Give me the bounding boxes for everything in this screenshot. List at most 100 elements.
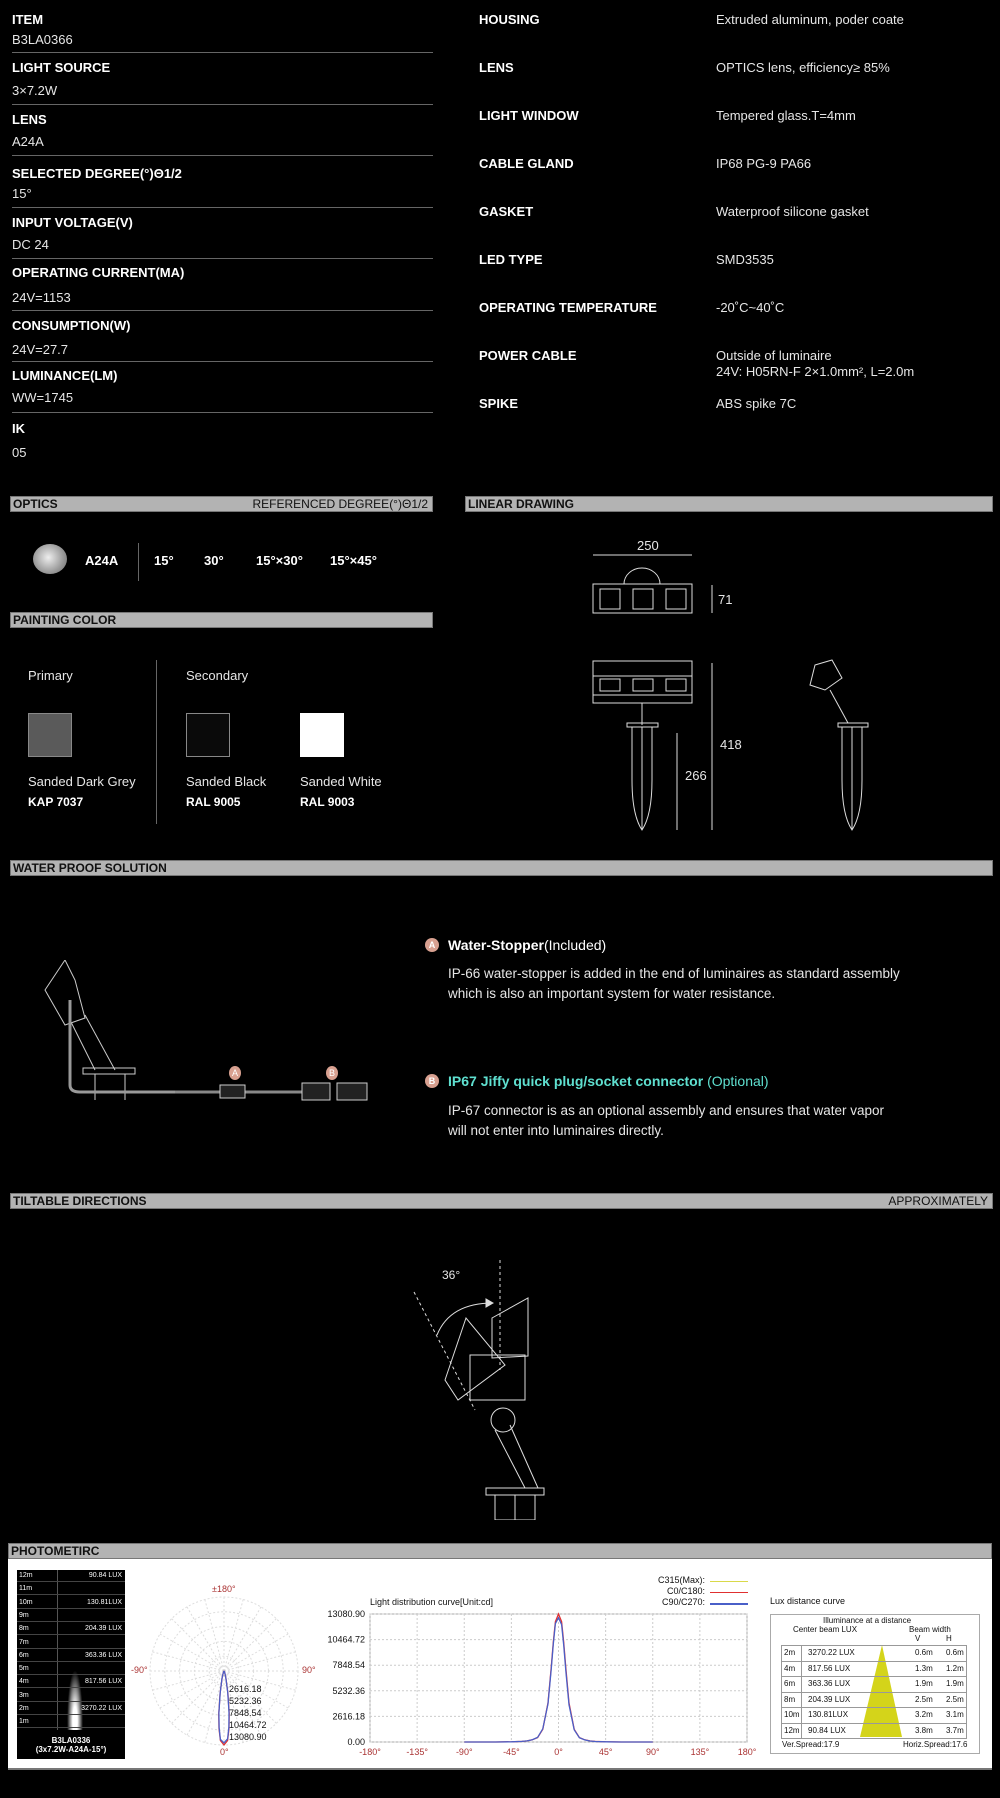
x-tick-label: 135°	[691, 1747, 710, 1757]
spec-label: SELECTED DEGREE(°)Θ1/2	[12, 166, 182, 181]
polar-ring-label: 2616.18	[229, 1684, 262, 1694]
spec-value: 24V=1153	[12, 290, 71, 305]
lux-cell: 2.5m	[915, 1694, 933, 1704]
polar-spoke	[204, 1599, 225, 1672]
light-distribution-chart: 13080.9010464.727848.545232.362616.180.0…	[327, 1609, 757, 1757]
spec-label: IK	[12, 421, 25, 436]
spec-label: HOUSING	[479, 12, 540, 27]
polar-spoke	[223, 1670, 296, 1691]
ver-spread: Ver.Spread:17.9	[782, 1740, 840, 1749]
polar-spoke	[186, 1670, 225, 1736]
lux-cell: 3270.22 LUX	[808, 1648, 855, 1657]
divider	[12, 207, 433, 208]
spec-label: INPUT VOLTAGE(V)	[12, 215, 133, 230]
spec-label: LIGHT WINDOW	[479, 108, 579, 123]
divider	[12, 52, 433, 53]
optics-lens: A24A	[85, 553, 119, 568]
polar-curve-2	[218, 1670, 230, 1744]
cone	[860, 1645, 902, 1737]
lux-col2: Beam width	[909, 1625, 951, 1634]
polar-spoke	[223, 1599, 244, 1672]
distance-label: 12m	[19, 1572, 33, 1579]
tilt-approx: APPROXIMATELY	[888, 1194, 988, 1208]
lux-label: 363.36 LUX	[85, 1651, 122, 1659]
color-code: RAL 9005	[186, 795, 241, 809]
badge-a: A	[229, 1066, 241, 1080]
spec-label: LUMINANCE(LM)	[12, 368, 118, 383]
color-name: Sanded White	[300, 774, 382, 789]
swatch-dark-grey	[28, 713, 72, 757]
grid-line	[57, 1570, 58, 1730]
distance-label: 10m	[19, 1598, 33, 1606]
lux-cell: 817.56 LUX	[808, 1663, 851, 1673]
optics-degree: 30°	[204, 553, 224, 568]
title-text: IP67 Jiffy quick plug/socket connector	[448, 1073, 704, 1089]
divider	[156, 660, 157, 824]
divider	[12, 155, 433, 156]
distance-label: 4m	[19, 1678, 29, 1686]
lux-row	[781, 1722, 967, 1738]
y-tick-label: 2616.18	[332, 1711, 365, 1721]
x-tick-label: 90°	[646, 1747, 660, 1757]
spec-label: OPERATING TEMPERATURE	[479, 300, 657, 315]
x-tick-label: -45°	[503, 1747, 520, 1757]
spec-label: ITEM	[12, 12, 44, 27]
spec-value: IP68 PG-9 PA66	[716, 156, 812, 171]
x-tick-label: 180°	[738, 1747, 757, 1757]
y-tick-label: 7848.54	[332, 1660, 365, 1670]
spec-value: 15°	[12, 186, 32, 201]
spec-value: 05	[12, 445, 27, 460]
divider	[12, 412, 433, 413]
polar-ring-label: 5232.36	[229, 1696, 262, 1706]
lux-cell: 1.9m	[946, 1679, 964, 1688]
dim-width: 250	[637, 538, 659, 553]
y-tick-label: 10464.72	[327, 1635, 365, 1645]
grid-line	[17, 1660, 125, 1662]
x-tick-label: -180°	[359, 1747, 381, 1757]
distance-label: 6m	[19, 1651, 29, 1659]
badge-b: B	[425, 1074, 439, 1088]
waterproof-header: WATER PROOF SOLUTION	[10, 860, 993, 876]
polar-spoke	[171, 1618, 225, 1672]
description: which is also an important system for wa…	[448, 986, 776, 1001]
spec-value: DC 24	[12, 237, 49, 252]
lux-cell: 2.5m	[946, 1694, 964, 1704]
color-code: KAP 7037	[28, 795, 84, 809]
distance-label: 7m	[19, 1638, 29, 1646]
lux-cell: 3.2m	[915, 1710, 933, 1719]
y-tick-label: 13080.90	[327, 1609, 365, 1619]
waterproof-title: WATER PROOF SOLUTION	[13, 861, 167, 875]
lux-row	[781, 1645, 967, 1661]
divider	[138, 543, 139, 581]
spec-value: -20˚C~40˚C	[716, 300, 785, 315]
photometric-title: PHOTOMETIRC	[11, 1544, 100, 1558]
distance-label: 3m	[19, 1691, 29, 1699]
dim-height: 71	[718, 592, 733, 607]
swatch-black	[186, 713, 230, 757]
legend-label: C315(Max):	[657, 1575, 705, 1585]
spec-value: Waterproof silicone gasket	[716, 204, 869, 219]
lux-cell: 90.84 LUX	[808, 1725, 846, 1735]
polar-ring-label: 7848.54	[229, 1708, 262, 1718]
lux-cell: 3.8m	[915, 1725, 933, 1735]
x-tick-label: -90°	[456, 1747, 473, 1757]
spec-label: LENS	[479, 60, 514, 75]
lux-cell: 130.81LUX	[808, 1710, 849, 1719]
lux-col1: Center beam LUX	[793, 1625, 858, 1634]
grid-line	[17, 1714, 125, 1715]
connector-title: IP67 Jiffy quick plug/socket connector (…	[448, 1073, 769, 1089]
grid-line	[17, 1674, 125, 1676]
lux-cell: 1.9m	[915, 1679, 933, 1688]
linear-title: LINEAR DRAWING	[468, 497, 574, 511]
lux-heading: Illuminance at a distance	[823, 1616, 912, 1625]
grid-line	[17, 1687, 125, 1689]
spec-label: CONSUMPTION(W)	[12, 318, 131, 333]
polar-spoke	[223, 1670, 244, 1743]
legend-label: C90/C270:	[661, 1597, 705, 1607]
linear-drawing-header: LINEAR DRAWING	[465, 496, 993, 512]
optics-degree: 15°	[154, 553, 174, 568]
x-tick-label: -135°	[406, 1747, 428, 1757]
